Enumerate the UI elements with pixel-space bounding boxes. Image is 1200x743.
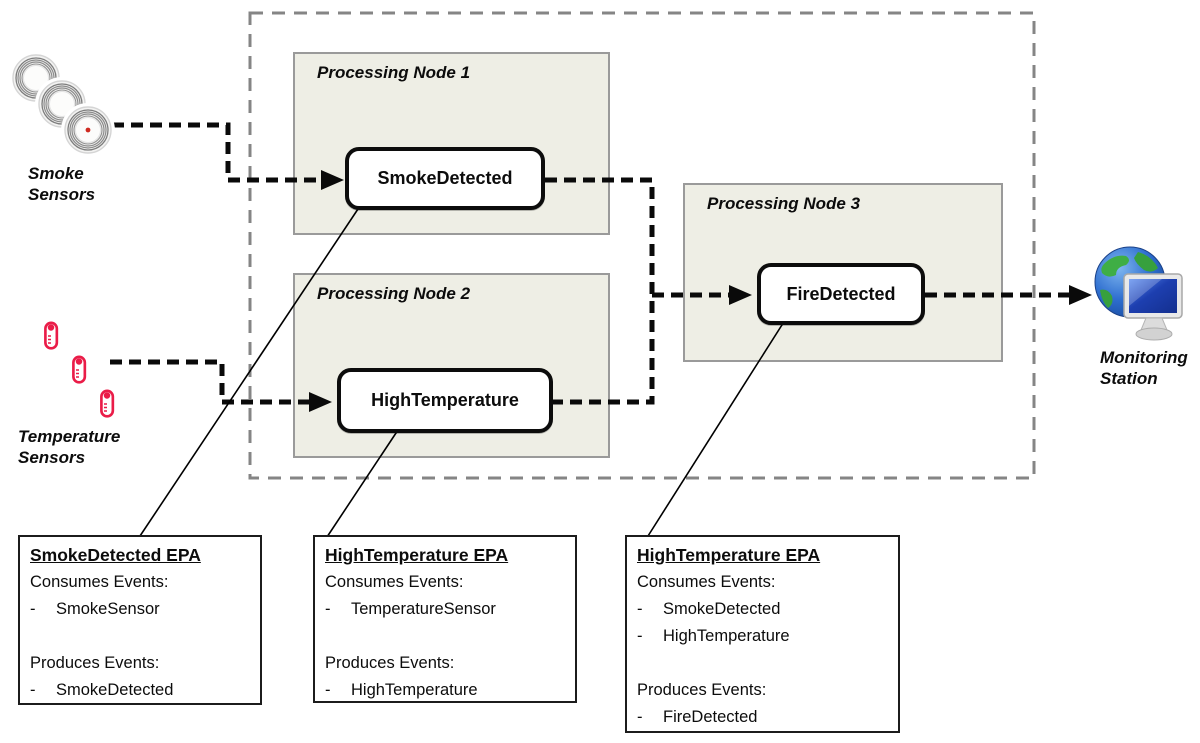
smokedetected-epa-box: SmokeDetected bbox=[345, 147, 545, 210]
smoke-sensor-arrow bbox=[112, 122, 322, 183]
firedetected-epa-label: FireDetected bbox=[786, 283, 896, 304]
epa-detail-title: HighTemperature EPA bbox=[637, 545, 821, 565]
system-boundary bbox=[248, 11, 1036, 480]
detector-led bbox=[85, 127, 91, 133]
monitor-shape bbox=[1123, 273, 1183, 341]
temperature-sensors-label: Temperature Sensors bbox=[18, 427, 121, 467]
produces-label: Produces Events: bbox=[637, 681, 767, 699]
smoke-sensors-label: Smoke Sensors bbox=[28, 164, 96, 204]
produces-label: Produces Events: bbox=[30, 654, 160, 672]
consumes-label: Consumes Events: bbox=[325, 573, 464, 591]
produces-item: - FireDetected bbox=[637, 708, 758, 726]
epa-detail-title: HighTemperature EPA bbox=[325, 545, 509, 565]
merge-connector bbox=[545, 177, 655, 405]
consumes-item: - SmokeSensor bbox=[30, 600, 160, 618]
produces-label: Produces Events: bbox=[325, 654, 455, 672]
processing-node-3-title: Processing Node 3 bbox=[707, 194, 861, 213]
processing-node-1-title: Processing Node 1 bbox=[317, 63, 471, 82]
callout-line-firedetected bbox=[647, 316, 788, 537]
callout-line-hightemperature bbox=[326, 429, 399, 538]
consumes-label: Consumes Events: bbox=[637, 573, 776, 591]
epa-detail-title: SmokeDetected EPA bbox=[30, 545, 201, 565]
smokedetected-epa-label: SmokeDetected bbox=[377, 168, 513, 188]
consumes-item: - SmokeDetected bbox=[637, 600, 781, 618]
callout-line-smokedetected bbox=[139, 205, 361, 537]
hightemperature-epa-label: HighTemperature bbox=[371, 390, 519, 410]
monitoring-arrowhead bbox=[1069, 285, 1092, 305]
consumes-item: - TemperatureSensor bbox=[325, 600, 496, 618]
temperature-sensor-arrow bbox=[110, 359, 310, 405]
smoke-sensor-arrowhead bbox=[321, 170, 344, 190]
epa-detail-hightemperature: HighTemperature EPA Consumes Events: - T… bbox=[313, 535, 577, 703]
consumes-label: Consumes Events: bbox=[30, 573, 169, 591]
consumes-item: - HighTemperature bbox=[637, 627, 790, 645]
produces-item: - HighTemperature bbox=[325, 681, 478, 699]
epa-detail-firedetected: HighTemperature EPA Consumes Events: - S… bbox=[625, 535, 900, 733]
monitoring-station-label: Monitoring Station bbox=[1100, 348, 1188, 388]
fire-input-arrowhead bbox=[729, 285, 752, 305]
monitoring-station-icon bbox=[1094, 246, 1183, 341]
firedetected-epa-box: FireDetected bbox=[757, 263, 925, 325]
epa-detail-smokedetected: SmokeDetected EPA Consumes Events: - Smo… bbox=[18, 535, 262, 705]
temperature-sensors-icon bbox=[43, 321, 115, 418]
hightemperature-epa-box: HighTemperature bbox=[337, 368, 553, 433]
temperature-sensor-arrowhead bbox=[309, 392, 332, 412]
smoke-sensors-icon bbox=[8, 50, 116, 158]
processing-node-2-title: Processing Node 2 bbox=[317, 284, 471, 303]
produces-item: - SmokeDetected bbox=[30, 681, 174, 699]
